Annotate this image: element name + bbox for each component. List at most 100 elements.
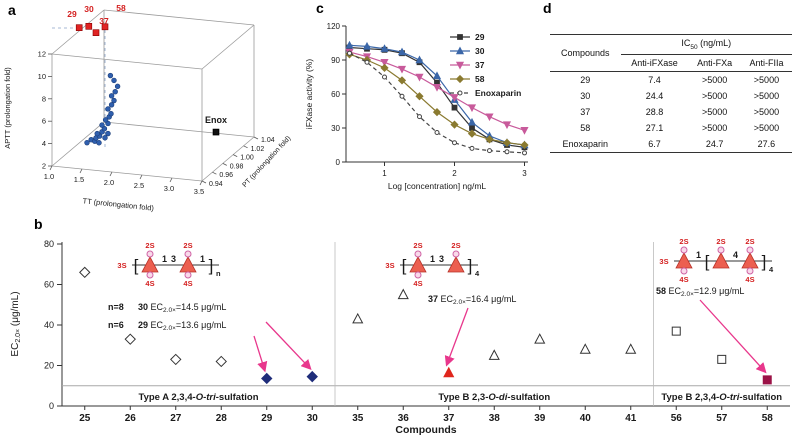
sulfate-label-2s: 2S [145,241,154,250]
value-cell: >5000 [702,90,728,101]
linkage-number: 3 [171,254,176,264]
data-point-marker [352,312,364,324]
sulfate-circle [680,267,688,275]
x-tick-label: 2 [452,169,457,178]
data-point-marker [380,44,389,52]
sulfate-label-4s: 4S [413,279,422,288]
ec-prefix: EC [441,294,454,304]
box-edge [51,53,203,70]
y-tick-label: 80 [44,239,54,249]
region-label-seg: -sulfation [507,392,550,403]
data-point [108,93,115,99]
enox-point: Enox [205,115,227,136]
y-tick-label: 40 [44,320,54,330]
plot-box [51,9,255,182]
y-axis-title: iFXase activity (%) [304,59,314,130]
z-tick-label: 1.04 [261,137,275,144]
x-axis-title: Log [concentration] ng/mL [388,181,487,191]
y-tick-label: 6 [42,117,46,126]
data-point [102,135,108,141]
value-cell: >5000 [702,106,728,117]
y-tick-label: 90 [331,56,340,65]
data-point [102,117,109,123]
box-edge [201,136,255,182]
data-point-marker [457,34,463,40]
z-tick [222,163,227,166]
x-tick-label: 2.5 [134,181,144,190]
data-point-marker [434,130,440,136]
ec-prefix: EC [151,320,164,330]
y-title-prefix: EC [10,343,21,357]
value-cell: >5000 [753,74,780,85]
data-point-marker [457,90,463,96]
x-tick-label: 38 [489,413,501,424]
linkage-number: 1 [162,254,167,264]
sugar-triangle [447,256,465,273]
value-cell: >5000 [702,122,728,133]
x-tick [79,168,83,174]
sulfate-label-2s: 2S [679,237,688,246]
x-tick-label: 30 [307,413,319,424]
region-label-seg: -sulfation [216,392,259,403]
value-cell: 27.1 [645,122,664,133]
highlight-label: 37 [99,16,109,26]
data-point-marker [455,74,465,84]
bracket-subscript: n [216,269,221,278]
data-point-marker [432,83,442,92]
x-tick [169,177,173,183]
z-tick [243,145,248,149]
region-label-seg: -sulfation [739,392,782,403]
data-point [111,97,117,104]
data-point-marker [520,140,529,150]
sulfate-circle [146,250,154,258]
data-point-marker [415,73,424,82]
legend-label: 37 [475,60,485,70]
data-point-marker [79,266,91,279]
data-point-marker [485,135,494,144]
compound-cell: 29 [580,74,591,85]
region-label-seg: - [496,392,499,403]
x-tick-label: 40 [580,413,592,424]
region-label-seg: O [488,392,496,403]
annotation-arrow [444,307,469,367]
data-point-marker [469,125,475,131]
data-point-marker [450,120,459,129]
sulfate-label-3s: 3S [385,261,394,270]
annotation-arrow [253,335,268,373]
region-label-seg: Type B 2,3,4- [661,392,719,403]
enox-label: Enox [205,115,227,125]
sulfate-circle [414,271,422,279]
x-tick-label: 1.0 [44,172,54,181]
compound-cell: 30 [580,90,591,101]
data-points [79,266,772,385]
sulfate-circle [717,246,725,254]
data-point-marker [415,92,424,101]
data-point-marker [432,108,442,117]
ec-compound: 37 [428,294,441,304]
data-point-marker [579,343,591,354]
bracket-close: ] [209,256,214,275]
data-point [99,122,105,128]
bracket-open: [ [402,256,407,275]
data-point-marker [717,354,727,364]
region-label-seg: di [499,392,508,403]
ec-compound: 30 [138,302,151,312]
data-point-marker [488,349,500,360]
ec-annotation: 37 EC2.0×=16.4 μg/mL [428,294,516,306]
data-point-marker [502,138,512,147]
region-label: Type A 2,3,4-O-tri-sulfation [138,392,258,403]
sulfate-circle [746,267,754,275]
x-axis-title: TT (prolongation fold) [82,196,155,212]
data-point [108,110,114,117]
bracket-close: ] [468,256,473,275]
data-point-marker [452,140,457,146]
